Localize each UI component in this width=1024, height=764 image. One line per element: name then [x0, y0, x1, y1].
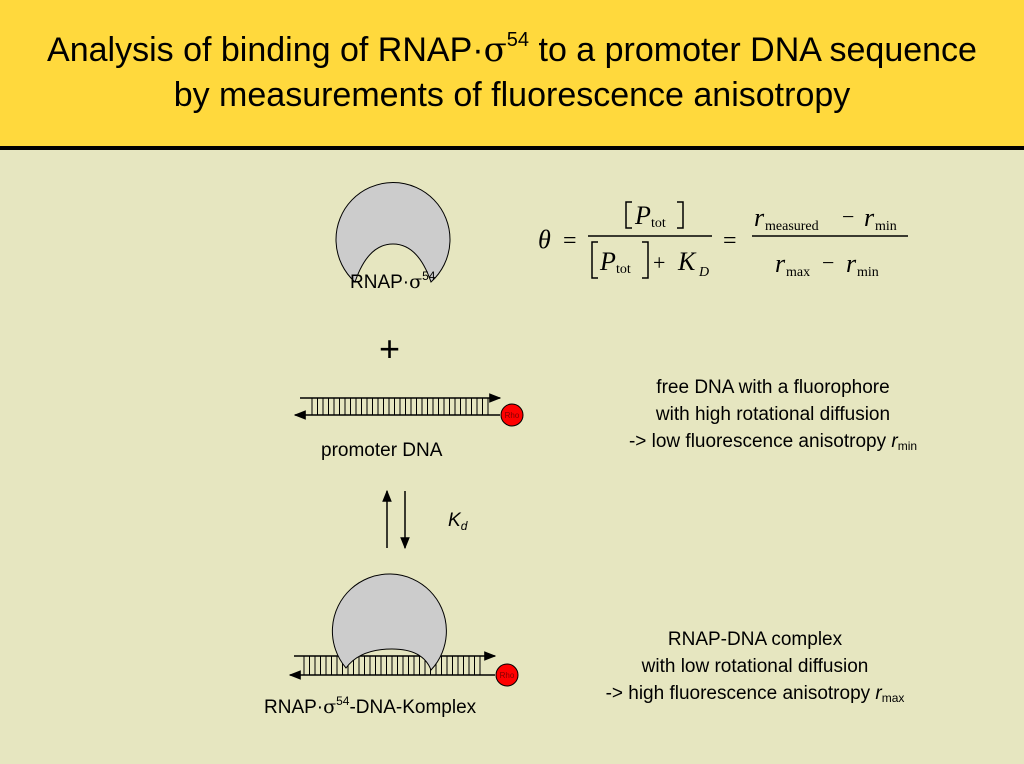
complex-desc-line3: -> high fluorescence anisotropy — [605, 683, 876, 704]
title-sup: 54 — [506, 29, 530, 51]
plus-sign: + — [379, 328, 401, 369]
eq-den-plus: + — [653, 250, 665, 275]
complex-label-suffix: -DNA-Komplex — [349, 697, 477, 718]
eq-num-P: P — [634, 201, 651, 230]
complex-label-sup: 54 — [336, 694, 350, 708]
title-banner — [0, 0, 1024, 146]
rnap-protein-shape — [335, 182, 451, 283]
fluorophore-label-free: Rho — [505, 411, 520, 420]
binding-equation: θ = P tot P tot + K D = r measured − r m… — [538, 201, 908, 280]
free-dna-line1: free DNA with a fluorophore — [656, 377, 890, 398]
eq-minus-1: − — [842, 204, 854, 229]
eq-num-tot: tot — [651, 216, 666, 231]
title-line2: by measurements of fluorescence anisotro… — [173, 76, 851, 114]
free-dna-var: r — [891, 431, 898, 452]
complex-description: RNAP-DNA complex with low rotational dif… — [572, 626, 938, 707]
free-dna-description: free DNA with a fluorophore with high ro… — [600, 374, 946, 455]
complex-label: RNAP·σ54-DNA-Komplex — [264, 694, 477, 719]
eq-r-measured: r — [754, 203, 765, 232]
rnap-label-prefix: RNAP· — [350, 272, 410, 293]
kd-label: Kd — [448, 510, 467, 532]
eq-den-K: K — [677, 247, 697, 276]
rnap-bound-protein-shape — [331, 573, 447, 671]
slide-title: Analysis of binding of RNAP·σ54 to a pro… — [0, 28, 1024, 118]
eq-r-max: r — [775, 249, 786, 278]
free-dna-line2: with high rotational diffusion — [655, 404, 891, 425]
eq-max-sub: max — [786, 265, 810, 280]
kd-sub: d — [460, 519, 468, 533]
eq-den-D: D — [698, 265, 709, 280]
complex-desc-line3-wrap: -> high fluorescence anisotropy rmax — [572, 680, 938, 707]
rnap-label: RNAP·σ54 — [350, 269, 436, 294]
eq-equals-1: = — [563, 228, 577, 254]
eq-den-tot: tot — [616, 262, 631, 277]
kd-base: K — [448, 510, 461, 531]
eq-equals-2: = — [723, 228, 737, 254]
free-dna-line3: -> low fluorescence anisotropy — [628, 431, 892, 452]
free-dna-sub: min — [897, 439, 918, 453]
fluorophore-rho-complex — [495, 663, 519, 687]
complex-dna — [288, 651, 497, 680]
title-divider — [0, 146, 1024, 150]
promoter-dna-label: promoter DNA — [321, 440, 443, 461]
free-dna-line3-wrap: -> low fluorescence anisotropy rmin — [600, 428, 946, 455]
complex-desc-sub: max — [881, 691, 905, 705]
complex-label-prefix: RNAP· — [264, 697, 324, 718]
eq-min-sub-2: min — [857, 265, 879, 280]
eq-den-P: P — [599, 247, 616, 276]
eq-r-min-2: r — [846, 249, 857, 278]
title-line1-suffix: to a promoter DNA sequence — [529, 31, 977, 69]
eq-theta: θ — [538, 225, 551, 254]
complex-label-sigma: σ — [323, 696, 337, 718]
eq-measured-sub: measured — [765, 219, 819, 234]
title-line1-prefix: Analysis of binding of RNAP· — [47, 31, 484, 69]
promoter-dna — [293, 393, 502, 420]
rnap-label-sup: 54 — [422, 269, 436, 283]
complex-desc-line2: with low rotational diffusion — [641, 656, 869, 677]
eq-min-sub-1: min — [875, 219, 897, 234]
fluorophore-label-complex: Rho — [500, 671, 515, 680]
rnap-label-sigma: σ — [409, 271, 423, 293]
complex-desc-line1: RNAP-DNA complex — [667, 629, 843, 650]
eq-r-min-1: r — [864, 203, 875, 232]
eq-minus-2: − — [822, 250, 834, 275]
title-sigma: σ — [483, 30, 507, 70]
complex-desc-var: r — [875, 683, 882, 704]
fluorophore-rho-free — [500, 403, 524, 427]
